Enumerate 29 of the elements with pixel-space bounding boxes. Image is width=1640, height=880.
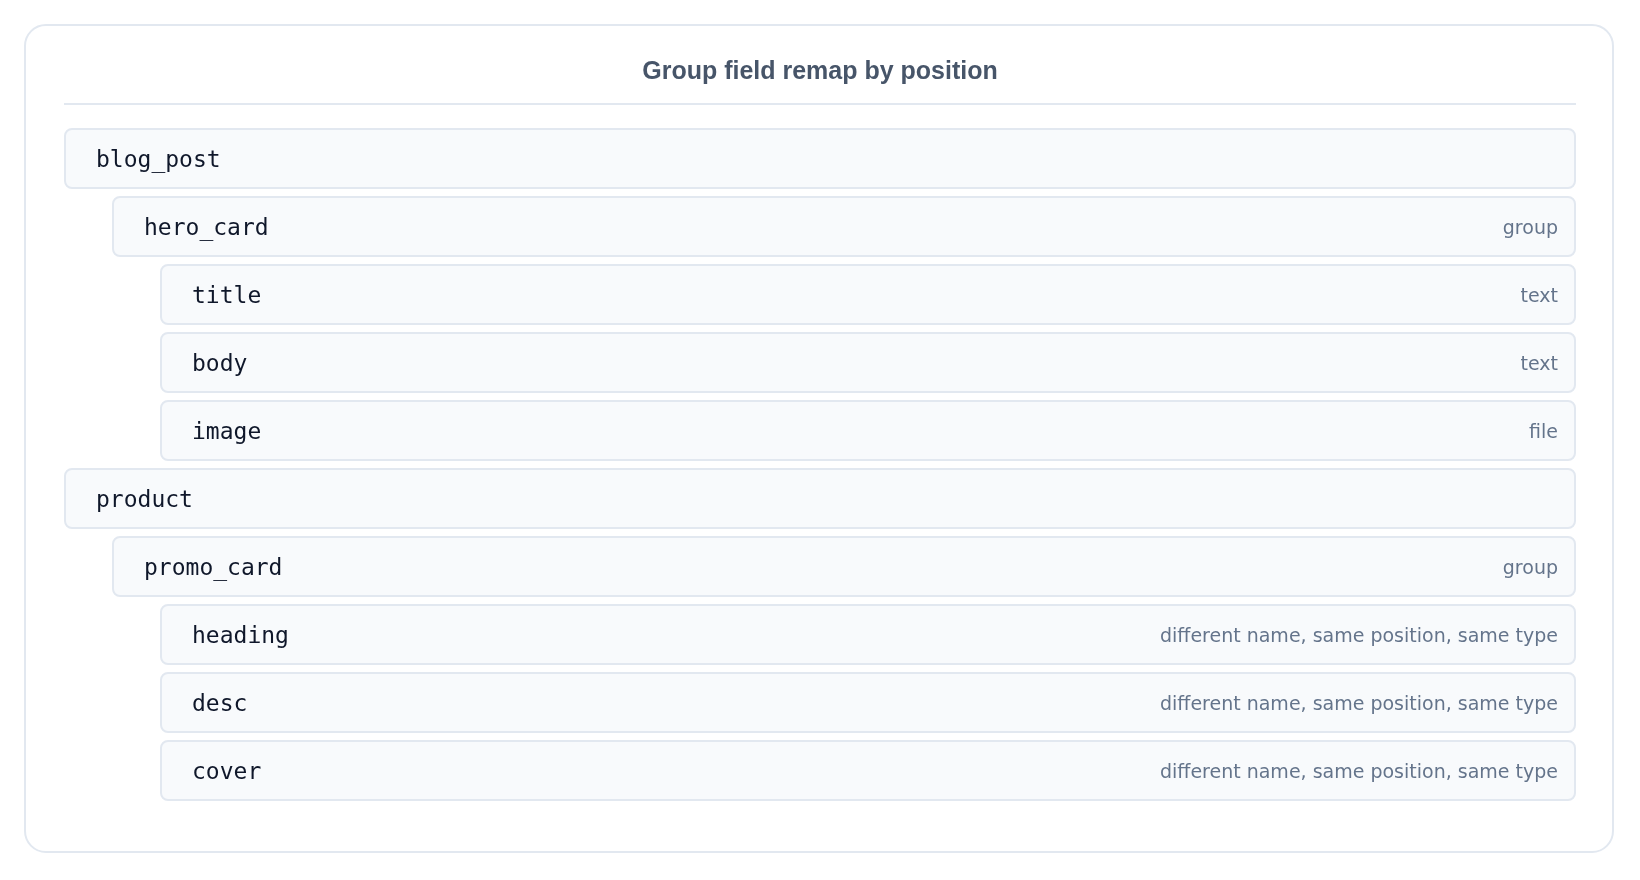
field-type: group xyxy=(1502,215,1558,240)
field-type: text xyxy=(1520,351,1558,376)
field-name: body xyxy=(192,349,248,378)
field-name: product xyxy=(96,485,193,514)
field-row xyxy=(160,332,1576,393)
field-type: different name, same position, same type xyxy=(1159,691,1558,716)
field-name: blog_post xyxy=(96,145,221,174)
field-name: heading xyxy=(192,621,289,650)
field-name: promo_card xyxy=(144,553,283,582)
field-name: title xyxy=(192,281,262,310)
field-row xyxy=(160,264,1576,325)
field-type: text xyxy=(1520,283,1558,308)
field-name: hero_card xyxy=(144,213,269,242)
field-name: image xyxy=(192,417,262,446)
field-type: group xyxy=(1502,555,1558,580)
field-name: cover xyxy=(192,757,262,786)
field-row xyxy=(160,672,1576,733)
field-row xyxy=(160,604,1576,665)
diagram-title: Group field remap by position xyxy=(641,55,999,86)
field-row xyxy=(64,468,1576,529)
field-row xyxy=(64,128,1576,189)
field-name: desc xyxy=(192,689,248,718)
field-type: file xyxy=(1529,419,1558,444)
field-type: different name, same position, same type xyxy=(1159,623,1558,648)
field-type: different name, same position, same type xyxy=(1159,759,1558,784)
field-row xyxy=(112,536,1576,597)
field-row xyxy=(160,400,1576,461)
field-row xyxy=(160,740,1576,801)
field-row xyxy=(112,196,1576,257)
